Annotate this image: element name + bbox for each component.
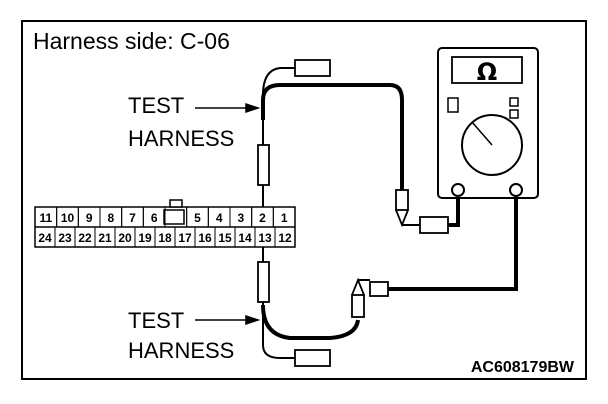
pin-label: 14 [238,231,252,245]
pin-label: 13 [258,231,272,245]
pin-label: 17 [178,231,192,245]
bottom-label-arrow [195,314,261,326]
test-harness-bottom [257,196,518,367]
pin-label: 16 [198,231,212,245]
pin-label: 4 [216,211,223,225]
pin-label: 18 [158,231,172,245]
pin-label: 5 [194,211,201,225]
pin-label: 15 [218,231,232,245]
pin-label: 10 [61,211,75,225]
pin-label: 9 [86,211,93,225]
pin-label: 20 [118,231,132,245]
pin-label: 6 [151,211,158,225]
pin-label: 12 [278,231,292,245]
bottom-probe-body [257,261,270,303]
pin-label: 11 [39,211,52,225]
pin-label: 22 [78,231,92,245]
diagram-frame [21,20,587,380]
top-label-arrow [195,102,261,114]
pin-label: 2 [259,211,266,225]
pin-cell [274,226,296,248]
test-harness-top [257,59,460,234]
pin-label: 7 [129,211,136,225]
pin-label: 3 [237,211,244,225]
diagram-title: Harness side: C-06 [33,28,230,54]
test-harness-bottom-label-line1: TEST [128,308,185,333]
pin-label: 19 [138,231,152,245]
test-harness-top-label-line1: TEST [128,93,185,118]
bottom-meter-lead-plug [369,281,389,297]
bottom-clip-body [351,294,365,318]
connector-pins-bottom: 24 23 22 21 20 19 18 17 16 15 14 13 12 [34,226,296,248]
pin-label: 8 [107,211,114,225]
test-harness-top-label-line2: HARNESS [128,126,235,151]
top-meter-lead-plug [419,216,449,234]
test-harness-bottom-label-line2: HARNESS [128,338,235,363]
bottom-harness-plug [294,349,331,367]
pin-label: 21 [98,231,112,245]
figure-code: AC608179BW [470,359,574,376]
ohmmeter [437,47,539,199]
pin-label: 1 [281,211,288,225]
top-probe-body [257,144,270,186]
ohm-symbol: Ω [477,58,497,86]
pin-label: 24 [38,231,52,245]
top-harness-plug [294,59,331,77]
top-clip-body [395,189,409,211]
pin-label: 23 [58,231,72,245]
